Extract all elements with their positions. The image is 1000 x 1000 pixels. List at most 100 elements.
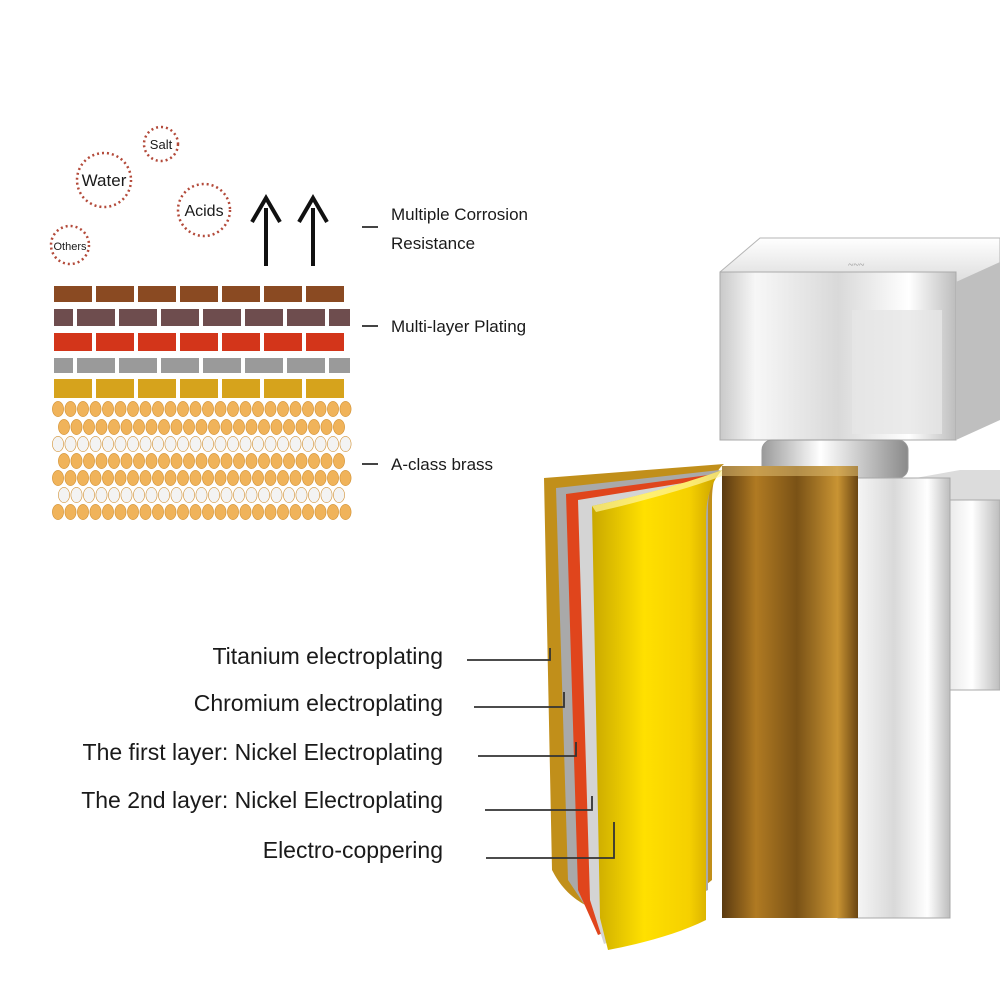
brass-dot: [102, 470, 114, 486]
plating-brick: [77, 358, 115, 373]
plating-brick: [138, 333, 176, 351]
layer-label-copper: Electro-coppering: [263, 837, 443, 863]
brass-dot: [127, 436, 139, 452]
brass-dot: [83, 487, 95, 503]
brass-dot: [158, 453, 170, 469]
faucet-illustration: ~~~: [719, 237, 1000, 919]
brass-dot: [214, 401, 227, 417]
plating-brick: [203, 309, 241, 326]
brass-dot: [145, 419, 158, 435]
brass-dot: [152, 401, 164, 417]
brass-dot: [308, 419, 320, 435]
layer-label-nickel-first: The first layer: Nickel Electroplating: [83, 739, 443, 765]
plating-brick: [119, 358, 157, 373]
brass-dot: [127, 401, 139, 417]
plating-brick: [180, 379, 218, 398]
brass-dot: [220, 453, 233, 469]
brass-dot: [77, 401, 89, 417]
brass-dots: [52, 401, 352, 520]
brass-dot: [170, 419, 183, 435]
plating-brick: [329, 358, 350, 373]
brass-dot: [89, 470, 102, 486]
brass-dot: [245, 419, 258, 435]
brass-dot: [239, 504, 252, 520]
brass-dot: [302, 470, 314, 486]
layer-label-chromium: Chromium electroplating: [194, 690, 443, 716]
brass-dot: [252, 436, 264, 452]
brass-dot: [314, 436, 327, 452]
brass-dot: [52, 436, 64, 452]
brass-dot: [239, 401, 252, 417]
brass-dot: [214, 436, 227, 452]
brass-dot: [320, 487, 333, 503]
brass-dot: [314, 470, 327, 486]
brass-dot: [114, 436, 127, 452]
brass-dot: [164, 504, 177, 520]
plating-brick: [306, 333, 344, 351]
brass-dot: [289, 470, 302, 486]
plating-brick: [54, 379, 92, 398]
brass-dot: [95, 487, 108, 503]
brass-dot: [139, 436, 152, 452]
brass-dot: [102, 504, 114, 520]
brass-dot: [195, 419, 208, 435]
plating-label: Multi-layer Plating: [391, 317, 526, 336]
brass-dot: [295, 419, 308, 435]
svg-text:~~~: ~~~: [848, 260, 865, 271]
brass-dot: [177, 401, 189, 417]
brass-dot: [208, 419, 220, 435]
brass-dot: [114, 504, 127, 520]
brass-dot: [89, 504, 102, 520]
brass-dot: [270, 453, 283, 469]
brass-dot: [202, 436, 214, 452]
brass-dot: [277, 504, 289, 520]
brass-dot: [264, 470, 277, 486]
brass-dot: [270, 419, 283, 435]
brass-dot: [145, 487, 158, 503]
agent-acids-bubble: Acids: [176, 182, 232, 238]
plating-brick: [287, 309, 325, 326]
agent-water-bubble: Water: [75, 151, 133, 209]
brass-dot: [89, 436, 102, 452]
brass-dot: [227, 436, 239, 452]
brass-dot: [77, 470, 89, 486]
brass-dot: [189, 401, 202, 417]
brass-dot: [258, 453, 270, 469]
brass-dot: [327, 470, 339, 486]
leader-line: [485, 796, 593, 811]
brass-dot: [202, 504, 214, 520]
brass-dot: [108, 487, 120, 503]
brass-dot: [77, 504, 89, 520]
plating-brick: [119, 309, 157, 326]
leader-line: [478, 742, 577, 757]
plating-brick: [54, 309, 73, 326]
brass-dot: [170, 487, 183, 503]
brass-dot: [308, 453, 320, 469]
resistance-label-line2: Resistance: [391, 234, 475, 253]
peeling-plating-sheets: [544, 464, 724, 950]
brass-dot: [327, 436, 339, 452]
brass-dot: [339, 470, 352, 486]
plating-brick: [161, 309, 199, 326]
agent-salt-bubble: Salt: [142, 125, 180, 163]
brass-dot: [314, 504, 327, 520]
brass-dot: [245, 453, 258, 469]
brass-dot: [327, 504, 339, 520]
plating-brick: [306, 379, 344, 398]
agent-others-bubble: Others: [49, 224, 91, 266]
brass-dot: [302, 504, 314, 520]
brass-dot: [277, 401, 289, 417]
brass-dot: [195, 487, 208, 503]
brass-dot: [202, 470, 214, 486]
plating-brick: [77, 309, 115, 326]
plating-brick: [264, 333, 302, 351]
brass-dot: [170, 453, 183, 469]
brass-dot: [189, 470, 202, 486]
brass-dot: [120, 487, 133, 503]
brass-dot: [177, 470, 189, 486]
plating-brick: [329, 309, 350, 326]
brass-dot: [152, 504, 164, 520]
brass-dot: [139, 504, 152, 520]
brass-dot: [164, 401, 177, 417]
brass-dot: [189, 504, 202, 520]
